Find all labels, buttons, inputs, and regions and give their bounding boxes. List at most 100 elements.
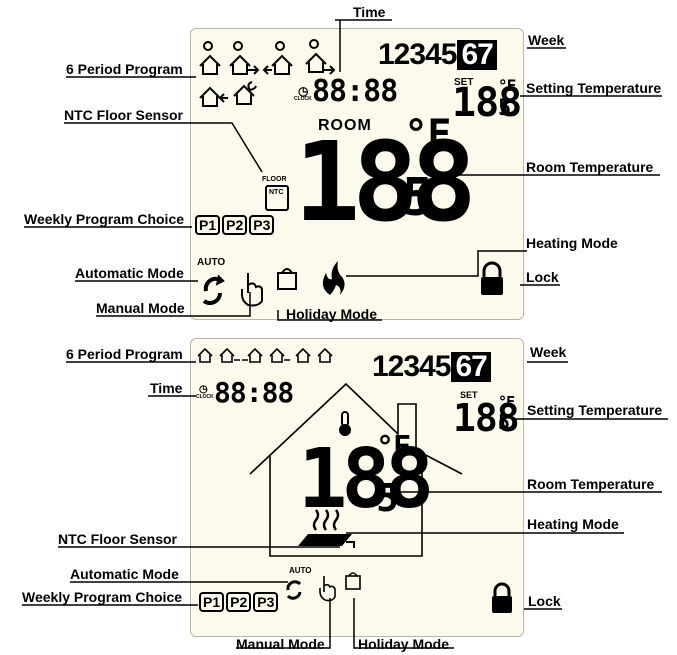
bottom-clock-caption: CLOCK <box>196 394 214 400</box>
top-holiday-bag-icon <box>277 268 297 290</box>
top-ntc-sensor-icon: NTC <box>265 185 289 211</box>
bottom-room-digits: 188 <box>298 432 434 527</box>
label-top-time: Time <box>353 4 386 20</box>
top-lcd-panel <box>190 28 524 320</box>
bottom-house-graphic <box>190 338 522 635</box>
top-set-temp-digits: 188 <box>452 80 522 126</box>
line-top-time <box>335 19 392 72</box>
bottom-period-return-icon <box>242 347 263 363</box>
top-manual-hand-icon <box>241 273 263 307</box>
top-flame-icon <box>322 261 345 295</box>
label-top-week: Week <box>528 32 565 48</box>
line-top-manual <box>96 292 251 317</box>
program-p3: P3 <box>249 215 275 235</box>
period-sleep-icon <box>233 81 257 105</box>
period-leave2-icon <box>305 39 336 75</box>
top-clock-digits: 88:88 <box>312 74 398 109</box>
line-bottom-holiday <box>353 598 454 649</box>
bottom-period-icons <box>196 342 356 366</box>
bottom-week-selected: 67 <box>451 352 491 382</box>
bottom-floor-sensor-icon <box>298 534 355 548</box>
label-bottom-six-period: 6 Period Program <box>66 346 183 362</box>
top-icons-row <box>190 255 522 315</box>
period-return-icon <box>262 41 293 75</box>
bottom-auto-caption: AUTO <box>289 566 312 575</box>
bottom-auto-cycle-icon <box>286 580 302 600</box>
bottom-period-return2-icon <box>295 347 311 363</box>
bottom-clock-icon: ◷ <box>199 384 208 395</box>
house-outline <box>249 382 463 557</box>
label-top-heating-mode: Heating Mode <box>526 235 618 251</box>
period-return2-icon <box>199 86 228 107</box>
top-week-selected: 67 <box>457 40 497 70</box>
bottom-period-wake-icon <box>197 347 213 363</box>
bottom-icons-row <box>190 560 522 635</box>
program-p1: P1 <box>195 215 221 235</box>
bottom-program-p1: P1 <box>199 592 225 612</box>
bottom-set-temp-digits: 188 <box>453 396 520 440</box>
label-bottom-room-temp: Room Temperature <box>527 476 655 492</box>
label-top-ntc: NTC Floor Sensor <box>64 107 184 123</box>
label-bottom-manual-mode: Manual Mode <box>236 636 325 652</box>
bottom-thermometer-icon <box>339 411 351 436</box>
line-top-holiday <box>277 310 382 321</box>
bottom-manual-hand-icon <box>319 576 336 602</box>
top-room-digits: 188 <box>294 118 477 246</box>
top-room-caption: ROOM <box>318 117 372 134</box>
label-top-holiday-mode: Holiday Mode <box>286 306 378 322</box>
program-p2: P2 <box>222 215 248 235</box>
label-bottom-weekly-choice: Weekly Program Choice <box>22 589 183 605</box>
bottom-room-decimal: 5 <box>376 476 399 520</box>
top-clock-icon: ◷ <box>298 84 309 98</box>
bottom-program-p2: P2 <box>226 592 252 612</box>
top-auto-caption: AUTO <box>197 257 226 268</box>
label-bottom-week: Week <box>530 344 567 360</box>
bottom-heating-waves-icon <box>312 509 340 531</box>
label-bottom-auto-mode: Automatic Mode <box>70 566 179 582</box>
bottom-lcd-panel <box>190 338 524 637</box>
top-week-days: 12345 <box>378 38 457 71</box>
top-auto-cycle-icon <box>202 274 225 305</box>
top-floor-caption: FLOOR <box>262 176 287 183</box>
period-wake-icon <box>199 41 221 75</box>
line-top-ntc <box>64 122 263 173</box>
bottom-period-sleep-icon <box>317 347 333 363</box>
bottom-room-unit: °F <box>376 430 411 465</box>
label-bottom-setting-temp: Setting Temperature <box>527 402 663 418</box>
top-room-unit: °F <box>404 112 451 158</box>
top-set-unit: °F <box>498 76 516 95</box>
label-top-weekly-choice: Weekly Program Choice <box>24 211 185 227</box>
top-clock-caption: CLOCK <box>294 96 312 102</box>
line-bottom-manual <box>236 598 331 649</box>
top-period-icons <box>196 36 356 108</box>
label-bottom-lock: Lock <box>528 593 561 609</box>
label-top-auto-mode: Automatic Mode <box>75 265 184 281</box>
label-top-room-temp: Room Temperature <box>526 159 654 175</box>
bottom-week-days: 12345 <box>372 350 451 383</box>
top-ntc-caption: NTC <box>269 189 284 196</box>
label-bottom-heating-mode: Heating Mode <box>527 516 619 532</box>
bottom-set-unit: °F <box>498 393 515 411</box>
top-lock-icon <box>481 261 503 295</box>
bottom-program-p3: P3 <box>253 592 279 612</box>
top-set-caption: SET <box>454 77 474 88</box>
bottom-set-temp-decimal: 5 <box>498 410 510 434</box>
bottom-clock-digits: 88:88 <box>214 376 294 409</box>
bottom-period-leave2-icon <box>269 347 290 363</box>
label-top-manual-mode: Manual Mode <box>96 300 185 316</box>
bottom-set-caption: SET <box>460 390 478 400</box>
label-top-setting-temp: Setting Temperature <box>526 80 662 96</box>
label-top-lock: Lock <box>526 269 559 285</box>
line-top-heating <box>346 250 527 277</box>
label-top-six-period: 6 Period Program <box>66 61 183 77</box>
label-bottom-ntc: NTC Floor Sensor <box>58 531 178 547</box>
bottom-period-leave-icon <box>219 347 240 363</box>
bottom-holiday-bag-icon <box>345 572 361 590</box>
period-leave-icon <box>229 41 260 75</box>
top-set-temp-decimal: 5 <box>498 96 511 121</box>
